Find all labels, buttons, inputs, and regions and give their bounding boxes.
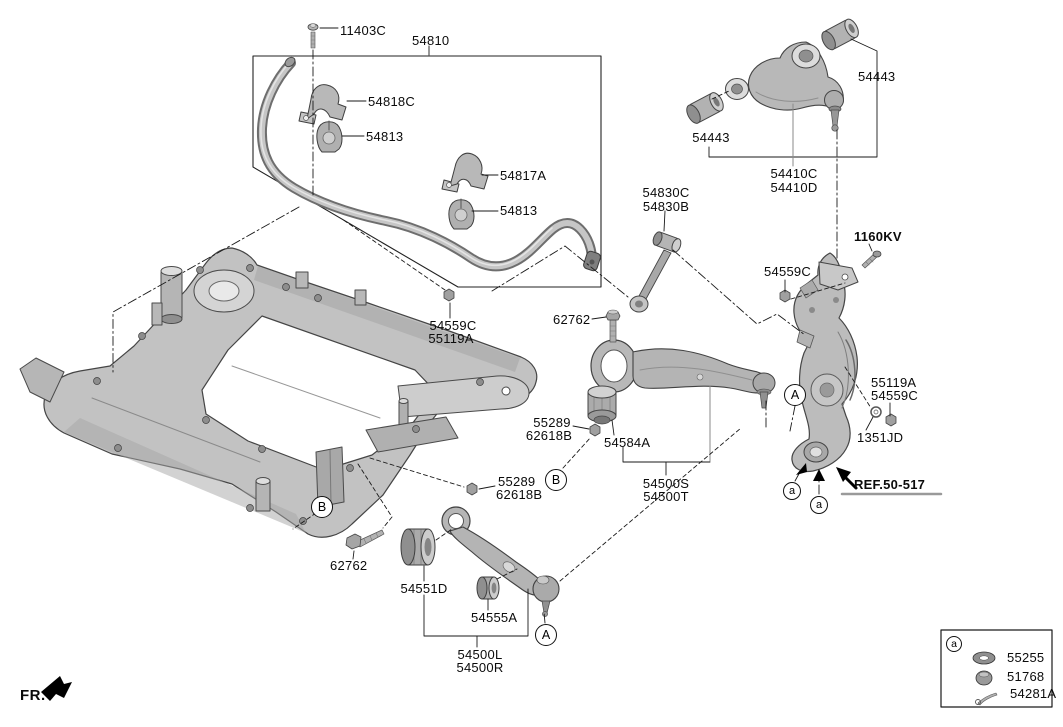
callout-A-lower-arm: A <box>535 624 557 646</box>
dashed-leader-lines <box>292 90 872 582</box>
part-label-54559c-link: 54559C <box>764 264 812 279</box>
part-label-55289-low: 55289 <box>498 474 536 489</box>
fr-indicator: FR. <box>20 687 46 704</box>
legend-label-51768: 51768 <box>1007 669 1045 684</box>
part-label-54443-right: 54443 <box>858 69 896 84</box>
bolt-62762-lower-icon <box>345 529 385 550</box>
fr-direction-arrow <box>41 676 72 701</box>
bar-bushing-upper-icon <box>316 120 343 153</box>
part-label-62762-lower: 62762 <box>330 558 368 573</box>
part-label-62618b-mid: 62618B <box>525 428 573 443</box>
part-label-54830b: 54830B <box>642 199 690 214</box>
callout-a-legend: a <box>946 636 962 652</box>
part-label-54810: 54810 <box>412 33 450 48</box>
bolt-11403c-icon <box>307 23 319 49</box>
part-label-54500r: 54500R <box>456 660 504 675</box>
ref-label: REF.50-517 <box>854 477 926 492</box>
tension-arm-drawing <box>590 339 776 409</box>
bar-bracket-upper-icon <box>298 84 347 125</box>
stabilizer-group-box <box>252 55 602 288</box>
bolt-1160kv-icon <box>861 250 882 269</box>
part-label-54830c: 54830C <box>642 185 690 200</box>
nut-51768-icon <box>975 670 993 686</box>
part-label-54817a: 54817A <box>500 168 547 183</box>
part-label-11403c: 11403C <box>340 23 387 38</box>
callout-a-knuckle-2: a <box>810 496 828 514</box>
gray-leader-lines <box>709 103 794 462</box>
part-label-1160kv: 1160KV <box>854 229 902 244</box>
legend-label-54281a: 54281A <box>1010 686 1057 701</box>
callout-a-knuckle-1: a <box>783 482 801 500</box>
bar-bushing-lower-icon <box>448 198 475 230</box>
legend-label-55255: 55255 <box>1007 650 1045 665</box>
part-label-54410d: 54410D <box>770 180 818 195</box>
callout-B-left: B <box>311 496 333 518</box>
tension-bushing-icon <box>587 385 617 425</box>
leader-lines <box>319 27 1010 698</box>
nut-icons <box>443 288 897 496</box>
part-label-54551d: 54551D <box>400 581 448 596</box>
part-label-54555a: 54555A <box>471 610 518 625</box>
lower-arm-drawing <box>441 506 560 617</box>
part-label-54584a: 54584A <box>604 435 651 450</box>
part-label-54500s: 54500S <box>642 476 690 491</box>
stabilizer-bar-drawing <box>256 56 601 272</box>
ua-bushing-right-icon <box>821 18 859 51</box>
callout-A-knuckle: A <box>784 384 806 406</box>
lower-arm-bushing-icon <box>400 528 436 566</box>
part-label-54410c: 54410C <box>770 166 818 181</box>
part-label-62762-top: 62762 <box>553 312 591 327</box>
knuckle-drawing <box>791 252 859 473</box>
part-label-54813-upper: 54813 <box>366 129 404 144</box>
part-label-54500t: 54500T <box>643 489 689 504</box>
callout-B-right: B <box>545 469 567 491</box>
pointer-arrows <box>796 463 858 490</box>
bolt-62762-top-icon <box>605 309 621 343</box>
small-bushing-icon <box>476 576 500 600</box>
stabilizer-link-drawing <box>629 231 682 313</box>
part-label-54500l: 54500L <box>457 647 503 662</box>
part-label-54559c-bar: 54559C <box>429 318 477 333</box>
part-label-55119a-right: 55119A <box>871 375 917 390</box>
bar-bracket-lower-icon <box>441 152 489 193</box>
part-label-54443-left: 54443 <box>692 130 730 145</box>
part-label-54813-lower: 54813 <box>500 203 538 218</box>
ua-bushing-left-icon <box>686 92 724 124</box>
part-label-55289-mid: 55289 <box>533 415 571 430</box>
part-label-62618b-low: 62618B <box>496 487 543 502</box>
crossmember-drawing <box>19 247 538 538</box>
washer-1351jd-icon <box>870 406 882 418</box>
cotter-pin-54281a-icon <box>975 692 998 706</box>
dashdot-leader-lines <box>112 49 838 624</box>
part-label-55119a-bar: 55119A <box>428 331 474 346</box>
upper-control-arm-drawing <box>725 41 844 132</box>
part-label-54818c: 54818C <box>368 94 416 109</box>
part-label-1351jd: 1351JD <box>857 430 904 445</box>
part-label-54559c-right: 54559C <box>871 388 919 403</box>
